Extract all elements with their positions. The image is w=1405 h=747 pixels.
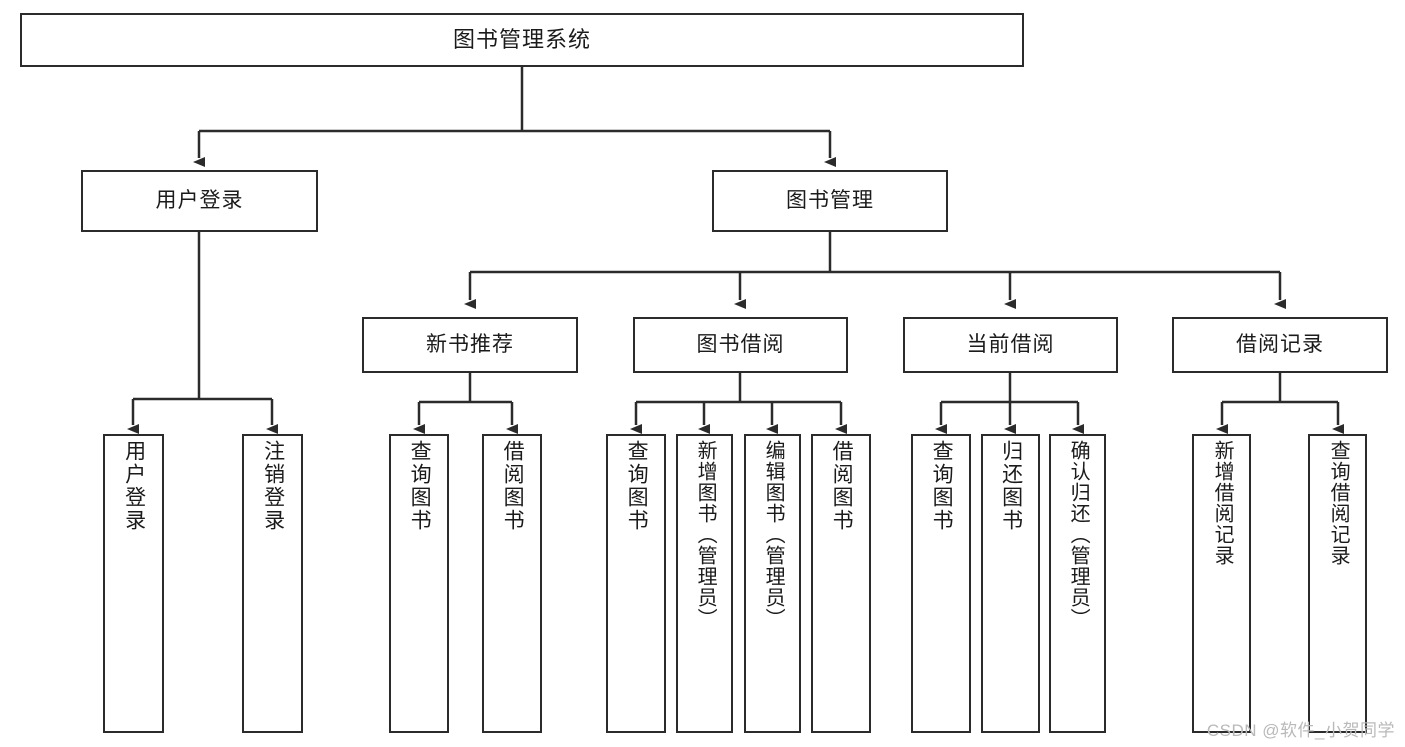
leaf-query-borrow-record[interactable]: 查询借阅记录 — [1308, 434, 1367, 733]
node-root-system[interactable]: 图书管理系统 — [20, 13, 1024, 67]
node-label: 确认归还（管理员） — [1067, 440, 1090, 629]
node-label: 查询图书 — [408, 440, 432, 532]
node-label: 编辑图书（管理员） — [762, 440, 785, 629]
node-label: 图书管理系统 — [452, 27, 591, 53]
node-label: 注销登录 — [261, 440, 285, 532]
node-label: 新增图书（管理员） — [694, 440, 717, 629]
node-label: 用户登录 — [155, 188, 244, 212]
leaf-edit-book-admin[interactable]: 编辑图书（管理员） — [744, 434, 801, 733]
node-label: 图书借阅 — [696, 332, 785, 356]
node-label: 借阅记录 — [1236, 332, 1324, 356]
node-label: 归还图书 — [999, 440, 1023, 532]
leaf-confirm-return-admin[interactable]: 确认归还（管理员） — [1049, 434, 1106, 733]
node-label: 图书管理 — [786, 188, 874, 212]
leaf-borrow-book-recommend[interactable]: 借阅图书 — [482, 434, 542, 733]
node-label: 借阅图书 — [501, 440, 525, 532]
node-book-manage[interactable]: 图书管理 — [712, 170, 948, 232]
node-label: 查询借阅记录 — [1327, 440, 1350, 566]
node-book-borrow[interactable]: 图书借阅 — [633, 317, 848, 373]
leaf-logout-login[interactable]: 注销登录 — [242, 434, 303, 733]
node-label: 查询图书 — [930, 440, 954, 532]
node-label: 查询图书 — [625, 440, 649, 532]
csdn-watermark: CSDN @软件_小贺同学 — [1206, 721, 1395, 740]
node-label: 借阅图书 — [830, 440, 854, 532]
leaf-user-login[interactable]: 用户登录 — [103, 434, 164, 733]
leaf-add-borrow-record[interactable]: 新增借阅记录 — [1192, 434, 1251, 733]
leaf-query-book-current[interactable]: 查询图书 — [911, 434, 971, 733]
node-new-book-recommend[interactable]: 新书推荐 — [362, 317, 578, 373]
leaf-query-book-borrow[interactable]: 查询图书 — [606, 434, 666, 733]
node-label: 当前借阅 — [966, 332, 1055, 356]
node-label: 用户登录 — [122, 440, 146, 532]
leaf-add-book-admin[interactable]: 新增图书（管理员） — [676, 434, 733, 733]
node-borrow-record[interactable]: 借阅记录 — [1172, 317, 1388, 373]
node-user-login[interactable]: 用户登录 — [81, 170, 318, 232]
node-label: 新增借阅记录 — [1211, 440, 1234, 566]
leaf-query-book-recommend[interactable]: 查询图书 — [389, 434, 449, 733]
node-current-borrow[interactable]: 当前借阅 — [903, 317, 1118, 373]
node-label: 新书推荐 — [426, 332, 514, 356]
leaf-return-book[interactable]: 归还图书 — [981, 434, 1040, 733]
leaf-borrow-book-borrow[interactable]: 借阅图书 — [811, 434, 871, 733]
